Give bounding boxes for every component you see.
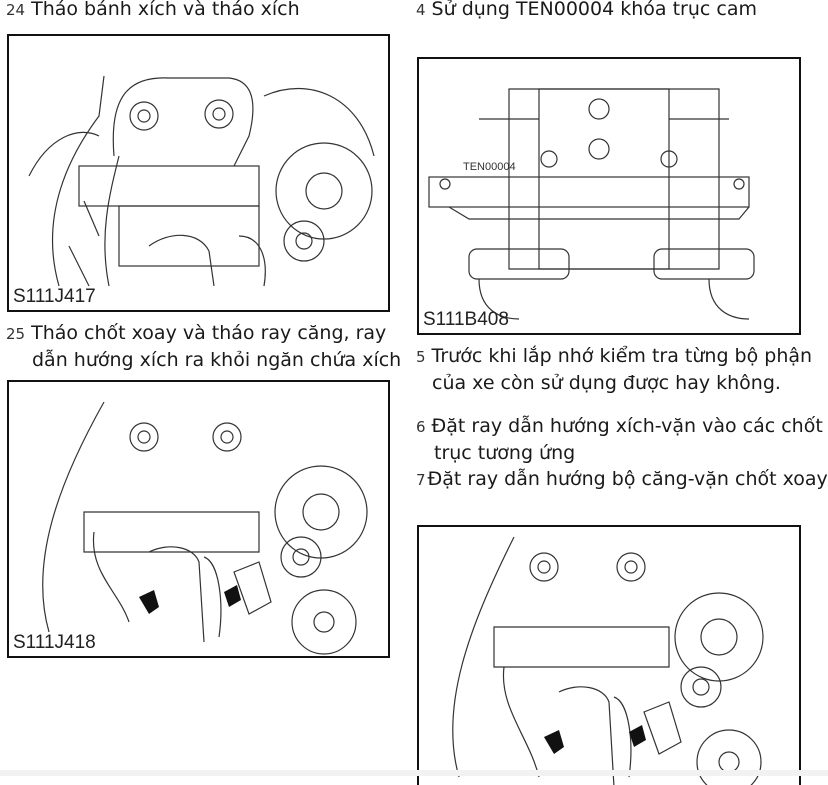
engine-illustration bbox=[28, 75, 375, 287]
step-number: 7 bbox=[416, 471, 426, 489]
step-text: Đặt ray dẫn hướng bộ căng-vặn chốt xoay bbox=[427, 468, 828, 490]
step-number: 25 bbox=[6, 325, 26, 343]
step-text-line2: trục tương ứng bbox=[434, 442, 576, 464]
arrow-icon bbox=[224, 585, 241, 607]
figure-step7 bbox=[417, 525, 801, 785]
step-text-line2: dẫn hướng xích ra khỏi ngăn chứa xích bbox=[32, 349, 402, 371]
step-4: 4 Sử dụng TEN00004 khóa trục cam bbox=[416, 0, 757, 23]
step-text-line1: Đặt ray dẫn hướng xích-vặn vào các chốt bbox=[431, 415, 823, 437]
step-number: 6 bbox=[416, 418, 426, 436]
figure-code: S111J417 bbox=[13, 286, 96, 307]
step-text-line1: Tháo chốt xoay và tháo ray căng, ray bbox=[31, 322, 387, 344]
camshaft-illustration bbox=[428, 88, 755, 320]
step-6: 6 Đặt ray dẫn hướng xích-vặn vào các chốt… bbox=[416, 413, 823, 466]
step-number: 5 bbox=[416, 348, 426, 366]
step-number: 4 bbox=[416, 1, 426, 19]
figure-code: S111J418 bbox=[13, 632, 96, 653]
engine-illustration bbox=[42, 401, 368, 655]
step-number: 24 bbox=[6, 1, 26, 19]
step-text-line2: của xe còn sử dụng được hay không. bbox=[432, 372, 781, 394]
figure-s111j418: S111J418 bbox=[7, 380, 390, 658]
tool-callout: TEN00004 bbox=[463, 161, 516, 173]
step-text: Tháo bánh xích và tháo xích bbox=[31, 0, 300, 20]
engine-illustration bbox=[452, 536, 764, 785]
bottom-edge bbox=[0, 770, 828, 776]
figure-s111j417: S111J417 bbox=[7, 34, 390, 312]
step-text: Sử dụng TEN00004 khóa trục cam bbox=[431, 0, 757, 20]
step-25: 25 Tháo chốt xoay và tháo ray căng, ray d… bbox=[6, 320, 401, 373]
figure-code: S111B408 bbox=[423, 309, 509, 330]
step-text-line1: Trước khi lắp nhớ kiểm tra từng bộ phận bbox=[431, 345, 813, 367]
arrow-icon bbox=[139, 590, 159, 614]
step-5: 5 Trước khi lắp nhớ kiểm tra từng bộ phận… bbox=[416, 343, 812, 396]
arrow-icon bbox=[544, 730, 564, 754]
arrow-icon bbox=[629, 725, 646, 747]
figure-s111b408: TEN00004 S111B408 bbox=[417, 57, 801, 335]
step-24: 24 Tháo bánh xích và tháo xích bbox=[6, 0, 300, 23]
